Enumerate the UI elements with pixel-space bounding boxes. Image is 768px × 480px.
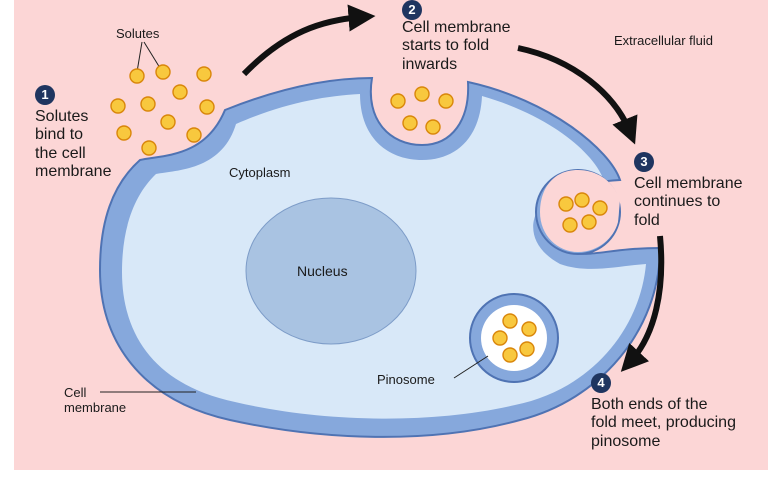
arrow-step2-to-step3 xyxy=(517,45,638,145)
step-3-text: Cell membrane continues to fold xyxy=(634,175,743,229)
step-1-text: Solutes bind to the cell membrane xyxy=(35,108,112,181)
solute-particle xyxy=(558,196,574,212)
solute-particle xyxy=(438,93,454,109)
solute-particle xyxy=(155,64,171,80)
nucleus xyxy=(245,197,417,345)
solutes-label: Solutes xyxy=(116,26,160,41)
solute-particles xyxy=(110,64,608,363)
solute-particle xyxy=(390,93,406,109)
pinosome-label: Pinosome xyxy=(377,372,435,387)
solute-particle xyxy=(492,330,508,346)
solute-particle xyxy=(502,347,518,363)
step-1-badge: 1 xyxy=(35,85,55,105)
extracellular-fluid-label: Extracellular fluid xyxy=(614,33,713,48)
solute-particle xyxy=(402,115,418,131)
solute-particle xyxy=(172,84,188,100)
pinosome-leader-line xyxy=(453,355,489,379)
solute-particle xyxy=(562,217,578,233)
step-4-badge: 4 xyxy=(591,373,611,393)
step-2-badge: 2 xyxy=(402,0,422,20)
nucleus-label: Nucleus xyxy=(297,263,348,279)
solutes-leader-2 xyxy=(143,41,161,69)
solute-particle xyxy=(581,214,597,230)
step-4-text: Both ends of the fold meet, producing pi… xyxy=(591,396,736,450)
forming-vesicle-lumen xyxy=(540,170,620,252)
solute-particle xyxy=(414,86,430,102)
solute-particle xyxy=(425,119,441,135)
solute-particle xyxy=(110,98,126,114)
solute-particle xyxy=(521,321,537,337)
solute-particle xyxy=(592,200,608,216)
arrow-step1-to-step2 xyxy=(241,4,376,77)
solute-particle xyxy=(519,341,535,357)
step-2-text: Cell membrane starts to fold inwards xyxy=(402,19,511,73)
cytoplasm-label: Cytoplasm xyxy=(229,165,291,180)
solute-particle xyxy=(186,127,202,143)
solute-particle xyxy=(141,140,157,156)
solute-particle xyxy=(502,313,518,329)
solute-particle xyxy=(116,125,132,141)
step-3-badge: 3 xyxy=(634,152,654,172)
solutes-leader-1 xyxy=(136,41,143,73)
solute-particle xyxy=(199,99,215,115)
solute-particle xyxy=(160,114,176,130)
solute-particle xyxy=(140,96,156,112)
cell-membrane-label: Cell membrane xyxy=(64,385,127,415)
solute-particle xyxy=(196,66,212,82)
arrow-step3-to-step4 xyxy=(620,235,665,372)
solute-particle xyxy=(129,68,145,84)
solute-particle xyxy=(574,192,590,208)
